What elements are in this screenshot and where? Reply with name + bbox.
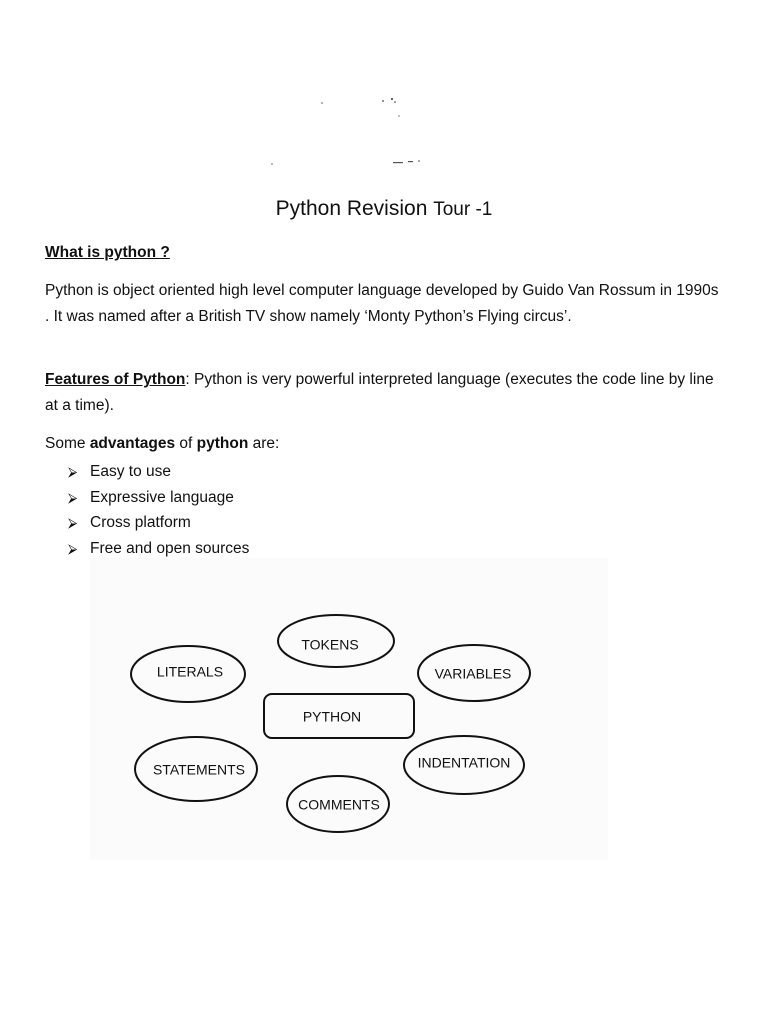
paragraph-what-is-python: Python is object oriented high level com… [45,282,719,325]
advantages-intro-text-3: are: [248,435,280,452]
title-main: Python Revision [275,197,428,220]
comments-node: COMMENTS [286,775,390,833]
advantages-intro-text-1: Some [45,435,90,452]
arrow-bullet-icon: ⮚ [68,489,78,505]
features-label: Features of Python [45,371,186,388]
literals-label: LITERALS [157,664,223,680]
advantages-intro-bold-1: advantages [89,435,176,452]
advantages-intro-text-2: of [175,435,197,452]
tokens-node: TOKENS [277,614,395,668]
list-item: ⮚ Cross platform [68,510,249,536]
title-suffix: Tour -1 [433,199,493,220]
paragraph-advantages-intro: Some advantages of python are: [45,431,725,457]
indentation-label: INDENTATION [418,755,511,771]
list-item: ⮚ Easy to use [68,459,249,485]
tokens-label: TOKENS [301,637,358,653]
statements-label: STATEMENTS [153,762,245,778]
advantage-label: Free and open sources [90,539,250,557]
list-item: ⮚ Free and open sources [68,536,249,562]
diagram-canvas: TOKENS LITERALS VARIABLES PYTHON STATEME… [130,614,531,833]
advantages-list: ⮚ Easy to use ⮚ Expressive language ⮚ Cr… [68,459,249,561]
list-item: ⮚ Expressive language [68,485,249,511]
arrow-bullet-icon: ⮚ [68,515,78,530]
arrow-bullet-icon: ⮚ [68,540,78,556]
advantage-label: Cross platform [90,514,191,531]
comments-label: COMMENTS [298,797,380,813]
arrow-bullet-icon: ⮚ [68,464,78,479]
python-concepts-diagram: TOKENS LITERALS VARIABLES PYTHON STATEME… [90,558,608,860]
statements-node: STATEMENTS [134,736,258,802]
indentation-node: INDENTATION [403,735,525,795]
advantage-label: Expressive language [90,488,234,506]
python-center-node: PYTHON [263,693,415,739]
paragraph-features: Features of Python: Python is very power… [45,367,725,418]
features-text: : Python is very powerful interpreted la… [45,371,714,414]
advantage-label: Easy to use [90,463,171,480]
section-heading-what-is-python: What is python ? [45,244,170,261]
scan-specks [271,98,420,165]
advantages-intro-bold-2: python [196,435,249,452]
variables-label: VARIABLES [435,666,512,682]
python-center-label: PYTHON [303,709,361,725]
literals-node: LITERALS [130,645,246,703]
variables-node: VARIABLES [417,644,531,702]
page-title: Python Revision Tour -1 [0,194,768,225]
